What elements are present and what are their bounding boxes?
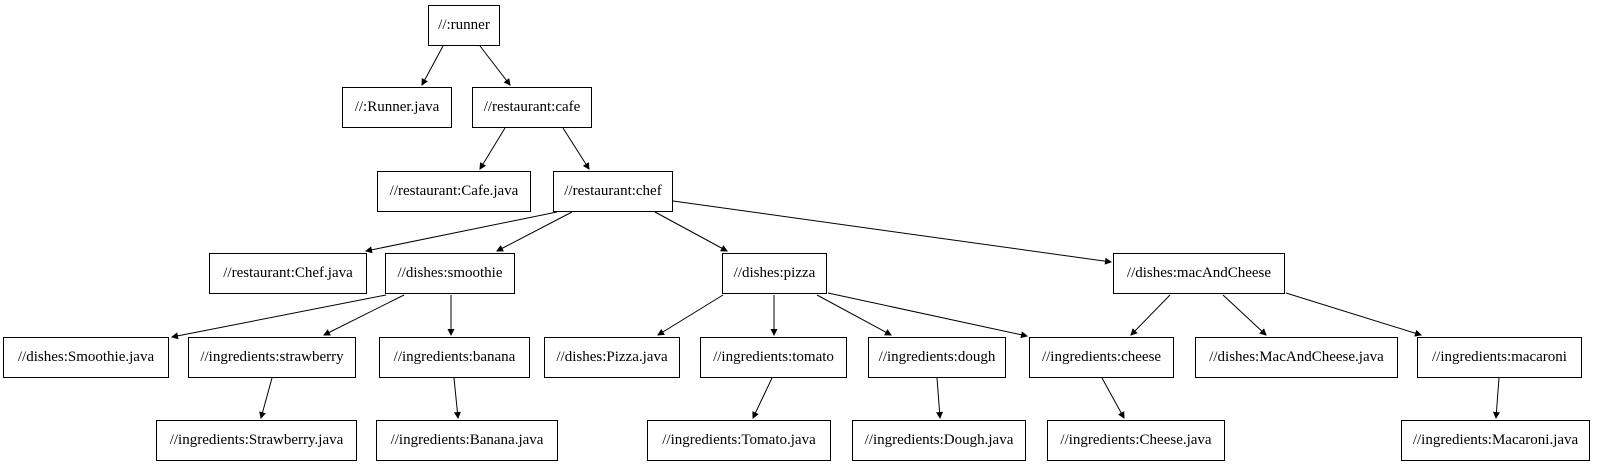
- graph-node-mac-and-cheese: //dishes:macAndCheese: [1113, 253, 1285, 294]
- graph-edge-pizza-to-cheese: [827, 292, 1029, 339]
- graph-node-dough: //ingredients:dough: [868, 337, 1006, 378]
- graph-edge-mac-and-cheese-to-cheese: [1130, 294, 1171, 336]
- graph-node-runner-java: //:Runner.java: [342, 87, 452, 128]
- graph-edge-pizza-to-dough: [816, 294, 892, 336]
- graph-edge-smoothie-to-strawberry: [323, 294, 405, 336]
- graph-edge-mac-and-cheese-to-macaroni: [1285, 292, 1423, 337]
- graph-edge-runner-to-runner-java: [421, 45, 444, 86]
- graph-edge-mac-and-cheese-to-mac-and-cheese-java: [1222, 294, 1267, 336]
- graph-node-pizza: //dishes:pizza: [722, 253, 827, 294]
- graph-edge-cafe-to-cafe-java: [479, 127, 506, 170]
- graph-node-cheese: //ingredients:cheese: [1029, 337, 1174, 378]
- graph-edge-cafe-to-chef: [562, 127, 590, 170]
- graph-node-cheese-java: //ingredients:Cheese.java: [1047, 420, 1225, 461]
- graph-node-cafe: //restaurant:cafe: [472, 87, 592, 128]
- graph-edge-chef-to-chef-java: [364, 211, 558, 254]
- graph-edge-chef-to-pizza: [654, 211, 728, 252]
- graph-node-smoothie-java: //dishes:Smoothie.java: [3, 337, 169, 378]
- graph-edge-smoothie-to-smoothie-java: [170, 294, 387, 340]
- graph-edge-runner-to-cafe: [479, 45, 511, 86]
- graph-edge-chef-to-mac-and-cheese: [672, 200, 1113, 265]
- graph-edge-tomato-to-tomato-java: [752, 377, 773, 419]
- graph-edge-chef-to-smoothie: [496, 211, 573, 252]
- graph-node-tomato: //ingredients:tomato: [700, 337, 847, 378]
- graph-node-macaroni: //ingredients:macaroni: [1417, 337, 1582, 378]
- graph-node-mac-and-cheese-java: //dishes:MacAndCheese.java: [1195, 337, 1398, 378]
- graph-node-smoothie: //dishes:smoothie: [385, 253, 515, 294]
- graph-edge-dough-to-dough-java: [936, 377, 944, 420]
- graph-node-runner: //:runner: [428, 5, 500, 46]
- graph-node-strawberry: //ingredients:strawberry: [188, 337, 356, 378]
- graph-node-pizza-java: //dishes:Pizza.java: [544, 337, 680, 378]
- graph-edge-pizza-to-pizza-java: [657, 294, 724, 336]
- graph-node-banana-java: //ingredients:Banana.java: [376, 420, 558, 461]
- graph-edge-strawberry-to-strawberry-java: [259, 377, 273, 420]
- graph-node-chef-java: //restaurant:Chef.java: [209, 253, 367, 294]
- graph-node-dough-java: //ingredients:Dough.java: [852, 420, 1026, 461]
- graph-node-chef: //restaurant:chef: [553, 171, 673, 212]
- graph-edge-macaroni-to-macaroni-java: [1492, 377, 1500, 420]
- graph-node-cafe-java: //restaurant:Cafe.java: [377, 171, 531, 212]
- graph-node-macaroni-java: //ingredients:Macaroni.java: [1401, 420, 1590, 461]
- graph-node-strawberry-java: //ingredients:Strawberry.java: [156, 420, 357, 461]
- graph-edge-banana-to-banana-java: [453, 377, 461, 420]
- graph-node-tomato-java: //ingredients:Tomato.java: [647, 420, 831, 461]
- graph-node-banana: //ingredients:banana: [379, 337, 530, 378]
- graph-edge-cheese-to-cheese-java: [1101, 377, 1125, 419]
